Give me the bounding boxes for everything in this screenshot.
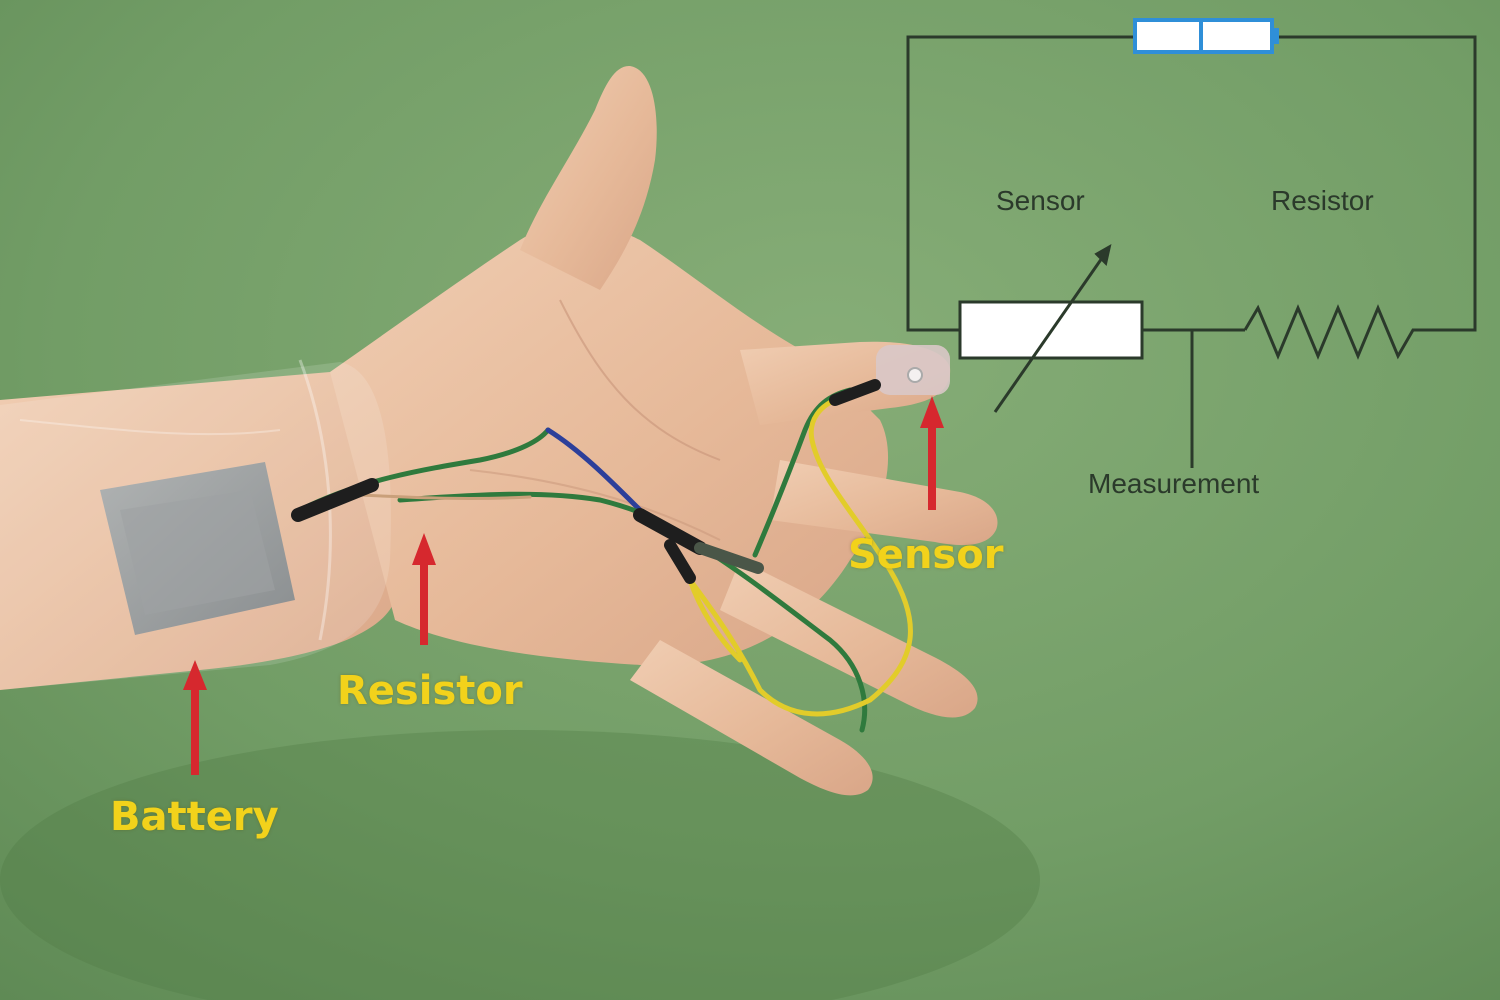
sensor-symbol	[958, 300, 1144, 360]
circuit-wire-right	[1275, 35, 1477, 332]
thumb	[520, 65, 657, 290]
resistor-lead	[358, 493, 532, 500]
sleeve	[694, 542, 764, 574]
battery-symbol	[1133, 18, 1279, 54]
background-shadow	[0, 730, 1040, 1000]
circuit-wire-left	[906, 35, 1135, 332]
yellow-wire-branch	[687, 577, 743, 663]
junction-connector-2	[664, 539, 696, 584]
resistor-label: Resistor	[337, 668, 523, 714]
hand-illustration	[0, 65, 998, 796]
battery-label: Battery	[110, 794, 279, 840]
diagram-resistor-label: Resistor	[1271, 185, 1374, 216]
diagram-measurement-label: Measurement	[1088, 468, 1260, 499]
palm	[330, 223, 889, 666]
wrist-connector	[291, 478, 379, 522]
sensor-label: Sensor	[848, 532, 1004, 578]
little-finger	[630, 640, 873, 796]
blue-wire	[545, 427, 643, 513]
arrow-resistor	[412, 533, 436, 645]
wiring	[291, 379, 913, 733]
pointer-arrows	[183, 396, 944, 775]
variable-arrow	[993, 257, 1104, 413]
diagram-sensor-label: Sensor	[996, 185, 1085, 216]
arrow-battery	[183, 660, 207, 775]
yellow-wire	[687, 395, 913, 717]
sensor-connector	[829, 379, 881, 406]
circuit-schematic	[906, 18, 1477, 468]
arrow-sensor	[920, 396, 944, 510]
resistor-symbol	[1243, 304, 1425, 360]
junction-connector	[633, 508, 707, 555]
ring-finger	[720, 560, 978, 718]
